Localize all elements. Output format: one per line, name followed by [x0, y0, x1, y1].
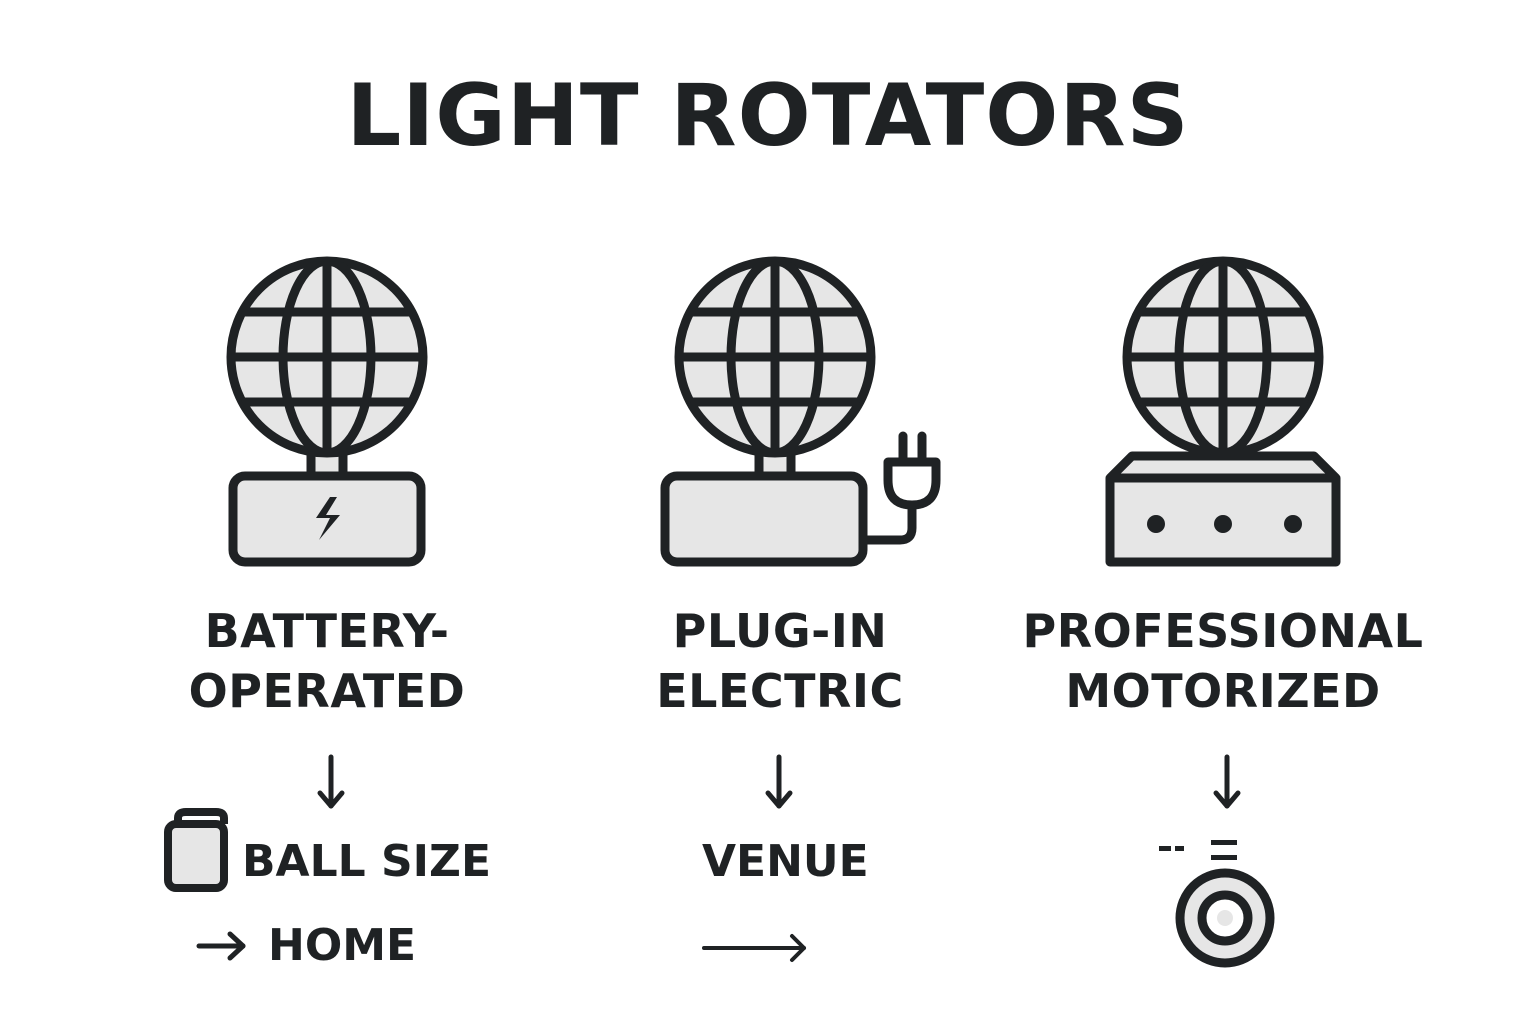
disco-ball-motor-base-icon: [1105, 256, 1341, 567]
page-title: LIGHT ROTATORS: [346, 66, 1190, 166]
indicator-dot: [1284, 515, 1302, 533]
battery-icon: [164, 808, 228, 892]
indicator-dot: [1214, 515, 1232, 533]
item-ball-size: BALL SIZE: [242, 836, 492, 887]
arrow-right-icon: [196, 931, 246, 961]
label-line: PROFESSIONAL: [1022, 604, 1424, 658]
label-line: MOTORIZED: [1065, 664, 1381, 718]
indicator-dot: [1147, 515, 1165, 533]
label-battery-operated: BATTERY- OPERATED: [127, 601, 527, 721]
arrow-down-icon: [765, 754, 793, 809]
arrow-down-icon: [1213, 754, 1241, 809]
label-professional-motorized: PROFESSIONAL MOTORIZED: [1003, 601, 1443, 721]
arrow-down-icon: [317, 754, 345, 809]
label-line: PLUG-IN: [672, 604, 888, 658]
label-line: BATTERY-: [204, 604, 450, 658]
item-venue: VENUE: [702, 836, 869, 887]
long-arrow-right-icon: [702, 934, 806, 962]
item-home: HOME: [268, 920, 417, 971]
motor-wheel-icon: [1159, 840, 1275, 968]
label-line: ELECTRIC: [656, 664, 904, 718]
disco-ball-battery-base-icon: [226, 256, 428, 567]
label-line: OPERATED: [188, 664, 466, 718]
label-plug-in-electric: PLUG-IN ELECTRIC: [580, 601, 980, 721]
disco-ball-plug-base-icon: [660, 256, 941, 567]
lightning-bolt-icon: [316, 497, 340, 540]
power-plug-icon: [858, 431, 941, 545]
